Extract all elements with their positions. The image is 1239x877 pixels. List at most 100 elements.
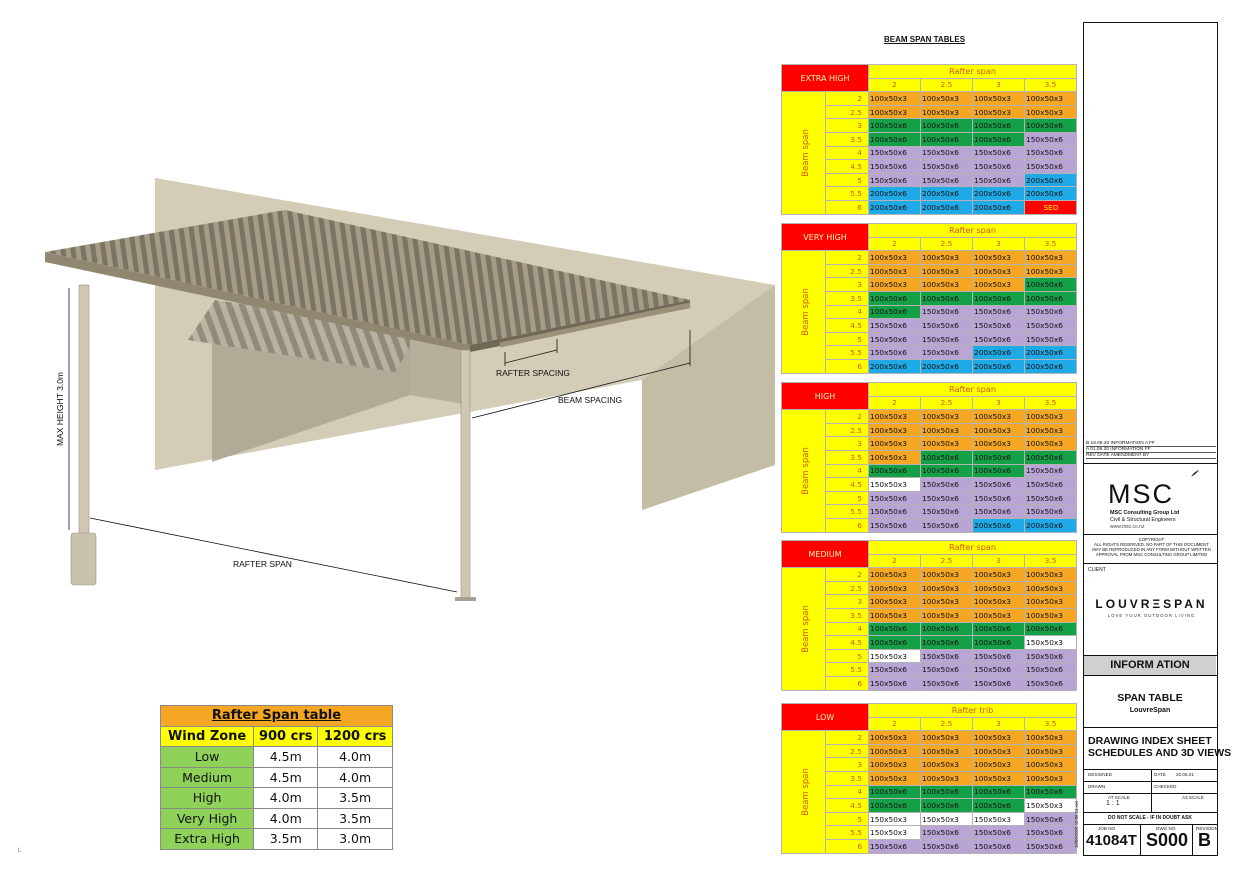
- section-size-cell: 150x50x6: [920, 345, 973, 360]
- section-size-cell: 100x50x3: [868, 580, 922, 596]
- title-block: B 16.06.20 INFORMATION A FF A 01.06.20 I…: [1083, 22, 1231, 856]
- section-size-cell: 200x50x6: [868, 358, 921, 374]
- beam-span-value: 3: [825, 436, 869, 451]
- section-size-cell: 200x50x6: [920, 199, 973, 215]
- section-size-cell: 100x50x3: [972, 580, 1026, 596]
- section-size-cell: 150x50x6: [868, 318, 921, 333]
- section-size-cell: 100x50x3: [920, 567, 974, 582]
- section-size-cell: 100x50x3: [1023, 409, 1078, 424]
- section-size-cell: 150x50x3: [920, 811, 974, 827]
- column-header: 900 crs: [253, 725, 319, 747]
- section-size-cell: 100x50x3: [868, 250, 921, 265]
- section-size-cell: 100x50x6: [920, 131, 973, 147]
- section-size-cell: 100x50x3: [920, 277, 973, 292]
- section-size-cell: 100x50x6: [920, 635, 974, 650]
- beam-span-value: 2: [825, 91, 869, 106]
- section-size-cell: 150x50x3: [972, 811, 1026, 827]
- section-size-cell: 150x50x6: [920, 648, 974, 664]
- rafter-span-value: 2.5: [920, 553, 974, 569]
- section-size-cell: 100x50x3: [920, 770, 974, 786]
- section-size-cell: 100x50x6: [920, 118, 973, 133]
- beam-span-value: 4.5: [824, 635, 870, 650]
- rafter-span-value: 3: [972, 553, 1026, 569]
- beam-span-value: 5: [824, 648, 870, 664]
- section-size-cell: 100x50x3: [972, 422, 1025, 438]
- company-url: www.msc.co.nz: [1110, 524, 1145, 530]
- beam-span-value: 2.5: [825, 422, 869, 438]
- section-size-cell: 150x50x6: [972, 675, 1026, 691]
- section-size-cell: 150x50x6: [972, 477, 1025, 492]
- wind-zone-cell: Very High: [159, 807, 255, 829]
- wind-zone-cell: Medium: [159, 766, 255, 788]
- section-size-cell: 100x50x6: [868, 290, 921, 306]
- section-size-cell: 150x50x6: [920, 304, 973, 320]
- section-size-cell: 200x50x6: [1023, 358, 1078, 374]
- section-size-cell: 100x50x3: [972, 607, 1026, 623]
- section-size-cell: 150x50x6: [972, 145, 1025, 161]
- section-size-cell: 150x50x6: [920, 675, 974, 691]
- rafter-span-header: Rafter trib: [868, 703, 1078, 718]
- sheet-title: SPAN TABLE: [1117, 692, 1183, 704]
- beam-span-value: 5.5: [825, 186, 869, 201]
- beam-span-value: 3.5: [824, 607, 870, 623]
- section-size-cell: 100x50x3: [1023, 250, 1078, 265]
- beam-span-value: 6: [825, 517, 869, 533]
- section-size-cell: 100x50x6: [1023, 290, 1078, 306]
- section-size-cell: 100x50x3: [972, 104, 1025, 120]
- section-size-cell: 150x50x3: [868, 825, 922, 840]
- section-size-cell: 150x50x6: [868, 490, 921, 506]
- section-size-cell: 150x50x6: [920, 172, 973, 188]
- do-not-scale-note: DO NOT SCALE - IF IN DOUBT ASK: [1108, 815, 1192, 821]
- rafter-span-value: 2: [868, 395, 921, 411]
- section-size-cell: 100x50x3: [972, 757, 1026, 772]
- section-size-cell: 100x50x3: [972, 263, 1025, 279]
- beam-span-value: 3: [825, 118, 869, 133]
- beam-span-tables-title: BEAM SPAN TABLES: [884, 35, 966, 44]
- beam-span-value: 4: [825, 304, 869, 320]
- rafter-span-table-title: Rafter Span table: [160, 705, 393, 727]
- section-size-cell: 100x50x3: [920, 594, 974, 609]
- wind-zone-cell: Low: [159, 746, 255, 768]
- section-size-cell: 100x50x6: [868, 118, 921, 133]
- section-size-cell: 100x50x3: [868, 449, 921, 465]
- section-size-cell: 100x50x6: [1024, 784, 1078, 800]
- span-value-cell: 4.0m: [317, 766, 393, 788]
- beam-span-value: 6: [825, 199, 869, 215]
- section-size-cell: 150x50x6: [920, 517, 973, 533]
- beam-span-label: Beam span: [800, 447, 811, 495]
- beam-span-value: 5: [825, 172, 869, 188]
- beam-span-axis-label: Beam span: [781, 730, 826, 854]
- beam-span-axis-label: Beam span: [781, 250, 826, 374]
- span-value-cell: 4.0m: [253, 787, 319, 809]
- section-size-cell: 100x50x6: [1023, 118, 1078, 133]
- section-size-cell: 200x50x6: [920, 358, 973, 374]
- section-size-cell: 150x50x6: [868, 517, 921, 533]
- beam-span-value: 3.5: [825, 131, 869, 147]
- beam-span-value: 5: [824, 811, 870, 827]
- beam-spacing-label: BEAM SPACING: [558, 395, 623, 405]
- company-name: MSC Consulting Group Ltd: [1110, 510, 1180, 516]
- section-size-cell: 150x50x6: [920, 477, 973, 492]
- beam-span-value: 3: [825, 277, 869, 292]
- section-size-cell: 200x50x6: [868, 199, 921, 215]
- beam-span-value: 2.5: [824, 580, 870, 596]
- span-value-cell: 4.5m: [253, 766, 319, 788]
- beam-span-value: 6: [824, 675, 870, 691]
- section-size-cell: 100x50x3: [868, 91, 921, 106]
- section-size-cell: 150x50x3: [1024, 798, 1078, 813]
- section-size-cell: 100x50x3: [1023, 436, 1078, 451]
- job-no-label: JOB NO: [1098, 826, 1116, 831]
